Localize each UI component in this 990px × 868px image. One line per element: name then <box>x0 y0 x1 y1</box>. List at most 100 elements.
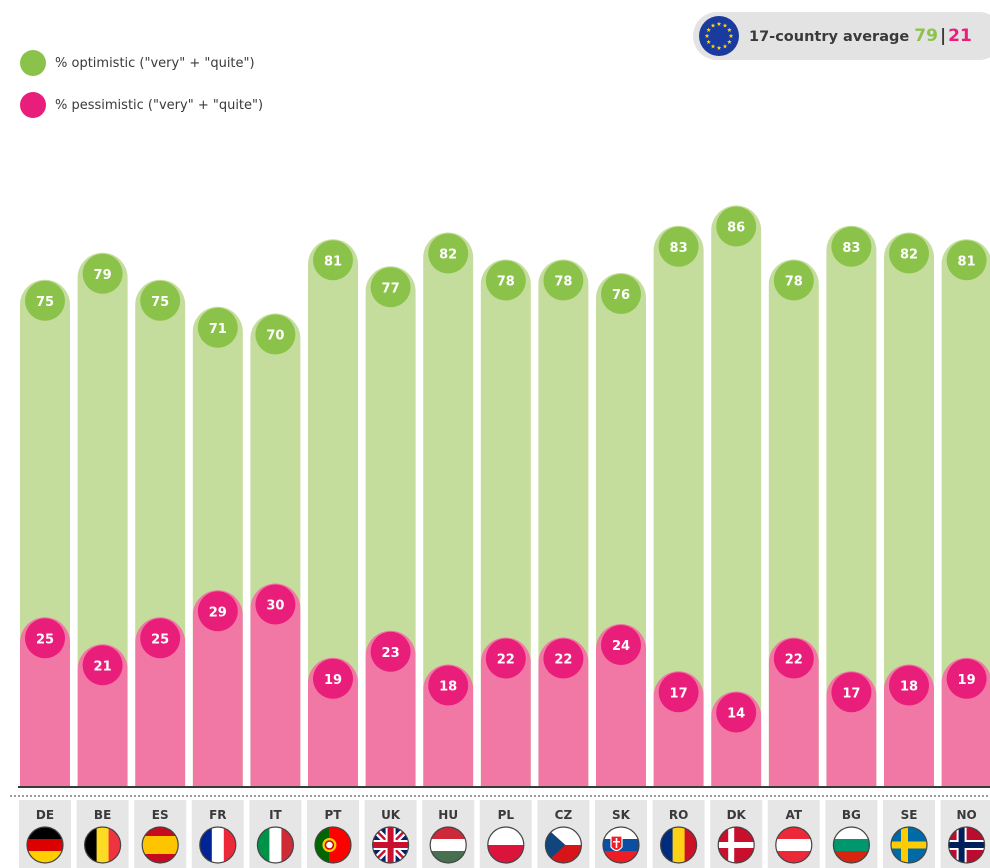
optimistic-value-se: 82 <box>900 248 918 263</box>
uk-flag-icon <box>372 827 409 863</box>
country-label-bg: BG <box>842 808 861 822</box>
optimistic-dot-pl <box>485 260 526 301</box>
poland-flag-icon <box>487 827 524 863</box>
optimistic-value-sk: 76 <box>612 288 630 303</box>
optimistic-value-pl: 78 <box>497 275 515 290</box>
optimistic-dot-de <box>25 280 65 321</box>
optimistic-dot-bg <box>831 226 872 267</box>
legend-pessimistic-label: % pessimistic ("very" + "quite") <box>55 97 264 113</box>
optimistic-swatch <box>20 50 46 76</box>
country-label-uk: UK <box>381 808 401 822</box>
optimistic-value-be: 79 <box>94 268 112 283</box>
pessimistic-dot-bg <box>831 672 872 713</box>
pessimistic-dot-ro <box>658 672 699 713</box>
pessimistic-dot-no <box>946 658 987 699</box>
pessimistic-value-be: 21 <box>94 659 112 674</box>
country-label-hu: HU <box>438 808 458 822</box>
optimistic-value-es: 75 <box>151 295 169 310</box>
pessimistic-dot-pt <box>313 658 353 699</box>
portugal-flag-icon <box>315 827 351 863</box>
average-separator: | <box>939 26 947 46</box>
pessimistic-value-sk: 24 <box>612 639 630 654</box>
pessimistic-bar-de <box>20 617 70 786</box>
pessimistic-bar-at <box>768 637 819 786</box>
country-label-pt: PT <box>325 808 343 822</box>
norway-flag-icon <box>948 827 985 863</box>
country-label-at: AT <box>786 808 803 822</box>
pessimistic-dot-de <box>25 618 65 659</box>
country-label-de: DE <box>36 808 54 822</box>
pessimistic-dot-it <box>255 584 296 625</box>
pessimistic-swatch <box>20 92 46 118</box>
optimistic-value-bg: 83 <box>842 241 860 256</box>
legend-optimistic: % optimistic ("very" + "quite") <box>20 50 255 76</box>
pessimistic-bar-uk <box>365 630 416 786</box>
pessimistic-dot-fr <box>197 591 238 632</box>
pessimistic-bar-fr <box>192 590 243 786</box>
optimistic-dot-be <box>82 253 123 294</box>
optimistic-value-de: 75 <box>36 295 54 310</box>
pessimistic-dot-hu <box>428 665 469 706</box>
pessimistic-dot-dk <box>716 692 757 733</box>
pessimistic-dot-be <box>82 645 123 686</box>
country-label-cz: CZ <box>555 808 573 822</box>
optimistic-value-uk: 77 <box>382 281 400 296</box>
optimistic-dot-cz <box>543 260 584 301</box>
optimistic-value-fr: 71 <box>209 322 227 337</box>
optimistic-bar-ro <box>653 225 704 786</box>
pessimistic-dot-es <box>140 618 181 659</box>
optimistic-dot-at <box>773 260 814 301</box>
optimistic-dot-ro <box>658 226 699 267</box>
pessimistic-value-uk: 23 <box>382 646 400 661</box>
country-label-ro: RO <box>669 808 688 822</box>
country-label-dk: DK <box>727 808 747 822</box>
optimistic-dot-pt <box>313 240 353 281</box>
optimistic-bar-no <box>941 239 990 786</box>
optimistic-dot-hu <box>428 233 469 274</box>
pessimistic-dot-uk <box>370 631 411 672</box>
country-label-sk: SK <box>612 808 631 822</box>
pessimistic-value-es: 25 <box>151 632 169 647</box>
country-label-pl: PL <box>498 808 515 822</box>
pessimistic-dot-sk <box>601 625 641 665</box>
romania-flag-icon <box>660 827 697 863</box>
eu-flag-icon <box>699 16 739 56</box>
optimistic-dot-no <box>946 240 987 281</box>
pessimistic-value-it: 30 <box>266 599 284 614</box>
spain-flag-icon <box>142 827 179 863</box>
pessimistic-bar-it <box>250 583 301 786</box>
optimistic-value-at: 78 <box>785 275 803 290</box>
country-label-fr: FR <box>209 808 226 822</box>
pessimistic-bar-cz <box>538 637 589 786</box>
pessimistic-value-se: 18 <box>900 680 918 695</box>
pessimistic-value-at: 22 <box>785 653 803 668</box>
optimistic-bar-hu <box>423 232 474 786</box>
pessimistic-value-bg: 17 <box>842 686 860 701</box>
pessimistic-dot-se <box>889 665 929 706</box>
pessimistic-value-ro: 17 <box>670 686 688 701</box>
country-label-se: SE <box>901 808 918 822</box>
optimistic-bar-bg <box>826 225 877 786</box>
pessimistic-value-cz: 22 <box>554 653 572 668</box>
pessimistic-value-hu: 18 <box>439 680 457 695</box>
pessimistic-value-no: 19 <box>958 673 976 688</box>
optimistic-value-cz: 78 <box>554 275 572 290</box>
denmark-flag-icon <box>718 827 755 863</box>
pessimistic-value-dk: 14 <box>727 707 745 722</box>
optimistic-dot-dk <box>716 206 757 247</box>
sweden-flag-icon <box>891 827 927 863</box>
pessimistic-value-pt: 19 <box>324 673 342 688</box>
country-label-no: NO <box>956 808 976 822</box>
average-optimistic: 79 <box>914 26 938 46</box>
pessimistic-bar-es <box>135 617 186 786</box>
optimistic-dot-fr <box>197 307 238 348</box>
pessimistic-bar-sk <box>596 624 646 786</box>
optimistic-bar-se <box>884 232 934 786</box>
country-label-it: IT <box>269 808 282 822</box>
pessimistic-bar-pl <box>480 637 531 786</box>
pessimistic-value-fr: 29 <box>209 605 227 620</box>
pessimistic-dot-at <box>773 638 814 679</box>
legend-pessimistic: % pessimistic ("very" + "quite") <box>20 92 263 118</box>
pessimistic-value-de: 25 <box>36 632 54 647</box>
